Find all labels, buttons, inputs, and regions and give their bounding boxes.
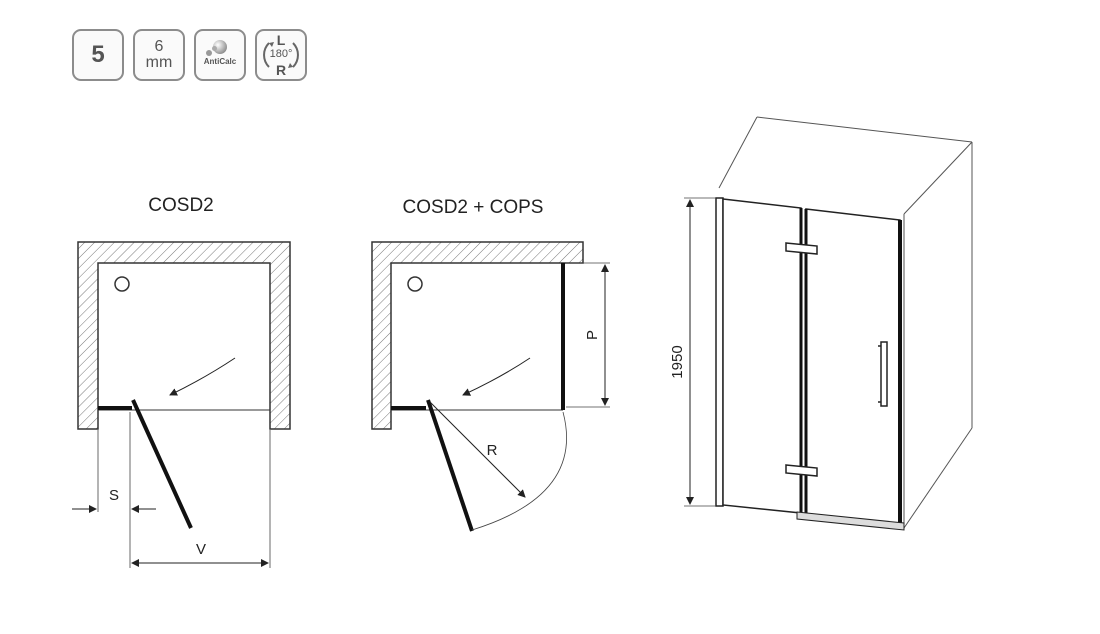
hinge-top xyxy=(785,242,818,255)
droplet-icon xyxy=(212,46,217,51)
wall-hatch xyxy=(371,241,584,430)
glass-thickness-value: 6 xyxy=(154,38,164,55)
rotate-arrows-icon xyxy=(263,42,299,68)
feature-badges: 5 6 mm AntiCalc L 180° R xyxy=(72,29,307,81)
reversible-right-label: R xyxy=(275,62,287,78)
dim-height-label: 1950 xyxy=(669,345,686,378)
room-edge xyxy=(903,141,973,215)
anticalc-badge: AntiCalc xyxy=(194,29,246,81)
reversible-badge: L 180° R xyxy=(255,29,307,81)
drain-icon xyxy=(407,276,423,292)
reversible-angle-label: 180° xyxy=(269,48,293,60)
glass-thickness-unit: mm xyxy=(145,54,173,71)
bottom-seal xyxy=(796,511,905,531)
room-edge xyxy=(718,116,758,189)
plan-cosd2: COSD2 S V xyxy=(72,195,291,568)
dim-p-label: P xyxy=(584,330,601,340)
room-edge xyxy=(903,427,973,529)
droplet-icon xyxy=(206,50,212,56)
drain-icon xyxy=(114,276,130,292)
dim-r-label: R xyxy=(487,442,498,459)
swing-arrow xyxy=(462,357,531,396)
plan-title: COSD2 + COPS xyxy=(403,197,544,218)
dim-s-label: S xyxy=(109,487,119,504)
class-number-badge: 5 xyxy=(72,29,124,81)
swing-arc xyxy=(471,411,567,531)
glass-thickness-badge: 6 mm xyxy=(133,29,185,81)
wall-hatch xyxy=(77,241,291,430)
class-number: 5 xyxy=(91,41,105,68)
dim-r-arrow xyxy=(429,401,526,498)
door-panel xyxy=(426,399,474,532)
anticalc-label: AntiCalc xyxy=(203,57,237,66)
room-edge xyxy=(756,116,973,143)
wall-profile xyxy=(715,197,724,507)
door-handle xyxy=(880,341,888,407)
plan-cosd2-cops: COSD2 + COPS R P xyxy=(371,197,610,532)
hinge-bottom xyxy=(785,464,818,477)
reversible-left-label: L xyxy=(276,32,286,48)
dim-v-label: V xyxy=(196,541,206,558)
swing-arrow xyxy=(169,357,236,396)
door-panel xyxy=(131,399,193,529)
perspective-view: 1950 xyxy=(669,116,973,531)
plan-title: COSD2 xyxy=(148,195,213,216)
anticalc-ball-icon xyxy=(213,40,227,54)
